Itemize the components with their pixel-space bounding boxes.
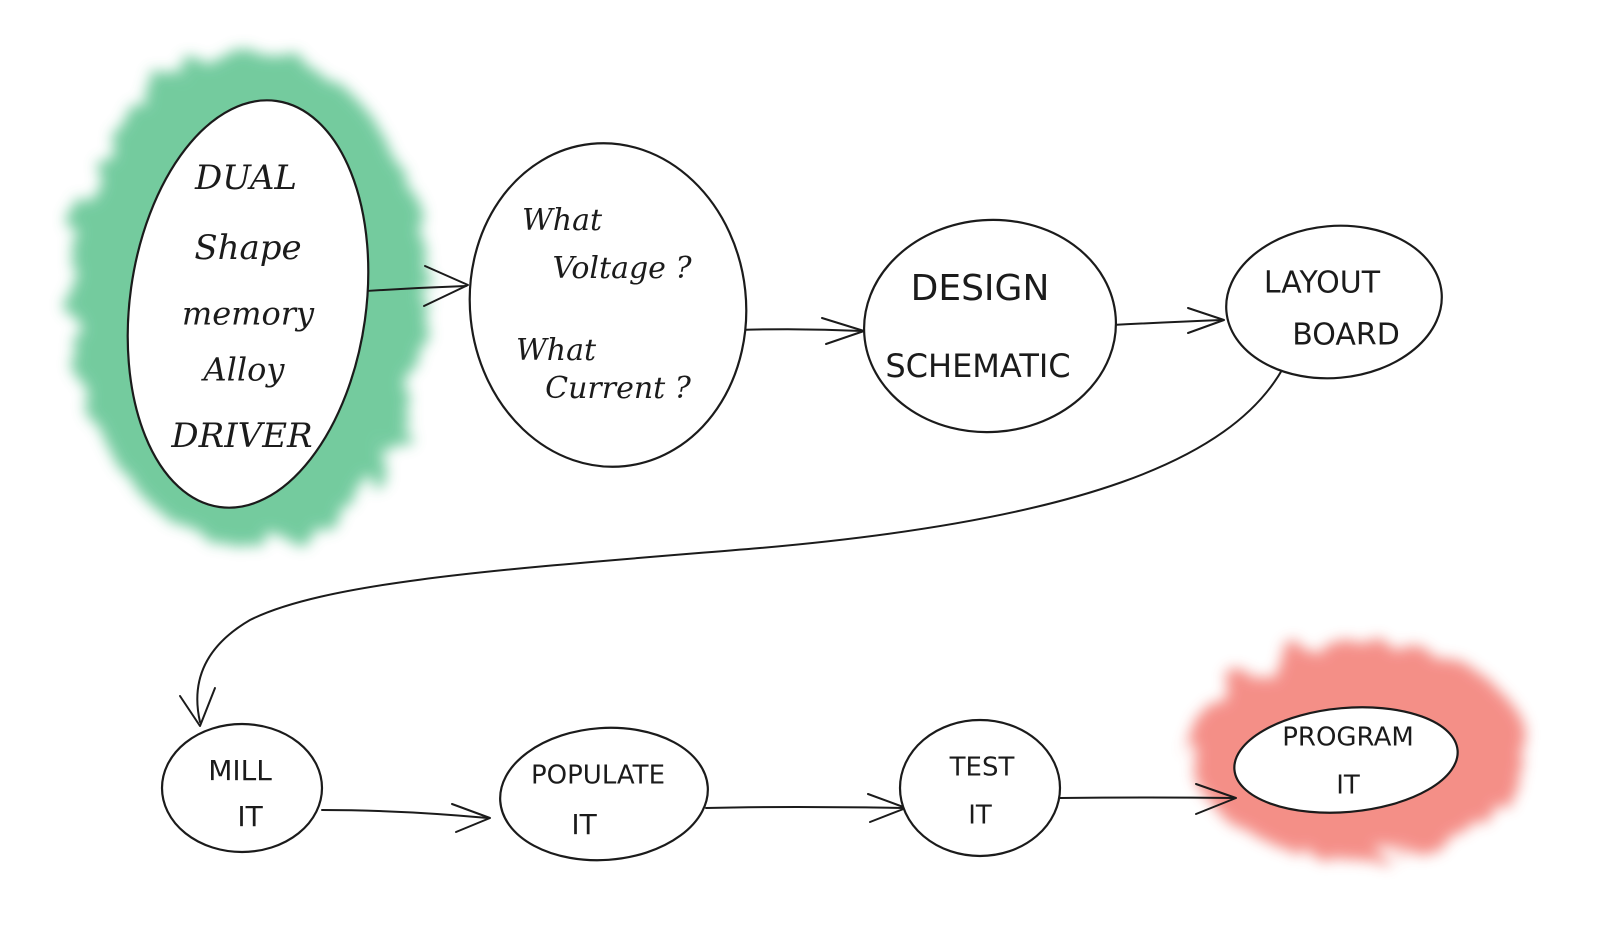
node-questions-line-3: What: [516, 333, 597, 368]
node-test-line-2: IT: [968, 801, 992, 831]
edge-layout-to-mill: [179, 369, 1283, 727]
node-driver-line-5: DRIVER: [170, 416, 312, 456]
node-questions-line-2: Voltage ?: [552, 251, 692, 286]
node-program: PROGRAM IT: [1233, 706, 1459, 814]
node-mill-shape: [160, 722, 324, 854]
node-populate-shape: [499, 726, 709, 862]
node-driver-line-4: Alloy: [201, 351, 286, 389]
node-schematic-line-2: SCHEMATIC: [885, 347, 1070, 385]
edge-mill-to-populate: [321, 803, 491, 833]
node-driver-shape: [126, 99, 370, 509]
node-layout-shape: [1225, 224, 1443, 380]
node-driver: DUAL Shape memory Alloy DRIVER: [126, 99, 370, 509]
node-schematic: DESIGN SCHEMATIC: [862, 218, 1118, 434]
node-mill-line-2: IT: [237, 800, 263, 833]
node-driver-line-3: memory: [182, 295, 315, 333]
edges: [179, 265, 1283, 833]
node-test-shape: [898, 718, 1062, 858]
node-populate-line-1: POPULATE: [531, 761, 665, 791]
node-layout-line-2: BOARD: [1292, 318, 1400, 353]
node-test-line-1: TEST: [949, 753, 1015, 783]
edge-questions-to-schematic: [737, 317, 865, 345]
node-questions-shape: [468, 142, 748, 468]
node-mill: MILL IT: [160, 722, 324, 854]
node-questions: What Voltage ? What Current ?: [468, 142, 748, 468]
node-questions-line-4: Current ?: [545, 371, 692, 406]
node-schematic-line-1: DESIGN: [911, 268, 1050, 309]
node-mill-line-1: MILL: [208, 754, 272, 787]
node-schematic-shape: [862, 218, 1118, 434]
node-populate: POPULATE IT: [499, 726, 709, 862]
node-questions-line-1: What: [522, 203, 603, 238]
edge-test-to-program: [1059, 783, 1237, 815]
node-driver-line-1: DUAL: [194, 158, 297, 198]
node-driver-line-2: Shape: [194, 228, 301, 268]
node-layout: LAYOUT BOARD: [1225, 224, 1443, 380]
node-program-line-1: PROGRAM: [1282, 723, 1414, 753]
node-layout-line-1: LAYOUT: [1264, 266, 1381, 301]
edge-schematic-to-layout: [1111, 307, 1225, 334]
node-program-shape: [1233, 706, 1459, 814]
node-program-line-2: IT: [1336, 771, 1360, 801]
node-test: TEST IT: [898, 718, 1062, 858]
node-populate-line-2: IT: [571, 808, 597, 841]
edge-populate-to-test: [705, 793, 907, 823]
